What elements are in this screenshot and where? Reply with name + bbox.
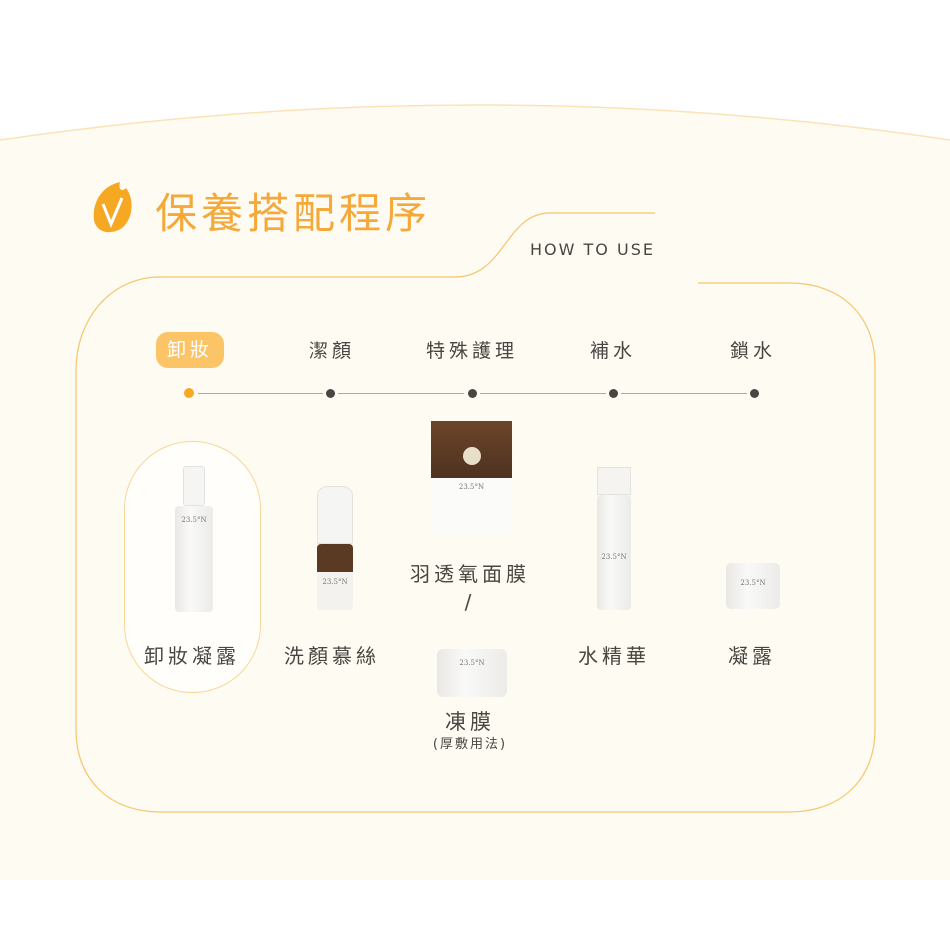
separator: / <box>464 590 476 614</box>
product-essence: 水精華 <box>578 644 650 668</box>
timeline-dot <box>750 389 759 398</box>
gel-mask-jar-image: 23.5°N <box>437 649 507 697</box>
subtitle: HOW TO USE <box>530 240 655 259</box>
gel-mask-note: (厚敷用法) <box>432 737 508 752</box>
gel-jar-image: 23.5°N <box>726 563 780 609</box>
step-cleansing[interactable]: 潔顏 <box>308 340 355 362</box>
product-sheet-mask: 羽透氧面膜 <box>410 562 530 586</box>
product-gel-mask: 凍膜 <box>445 710 495 734</box>
timeline-dot <box>609 389 618 398</box>
product-cleansing-mousse: 洗顏慕絲 <box>284 644 380 668</box>
sheet-mask-image: 23.5°N <box>431 421 512 534</box>
step-makeup-removal[interactable]: 卸妝 <box>156 332 224 368</box>
cleansing-mousse-image: 23.5°N <box>317 486 353 610</box>
timeline-dot <box>326 389 335 398</box>
timeline-line <box>338 393 464 394</box>
step-hydrate[interactable]: 補水 <box>589 340 636 362</box>
timeline-dot-active <box>184 388 194 398</box>
product-gel: 凝露 <box>728 644 776 668</box>
product-makeup-remover: 卸妝凝露 <box>144 644 240 668</box>
step-special-care[interactable]: 特殊護理 <box>425 340 518 362</box>
step-lock-moisture[interactable]: 鎖水 <box>729 340 776 362</box>
essence-bottle-image: 23.5°N <box>597 467 631 610</box>
timeline-dot <box>468 389 477 398</box>
checkmark-leaf-icon <box>92 180 134 240</box>
timeline-line <box>621 393 747 394</box>
timeline-line <box>198 393 323 394</box>
timeline-line <box>480 393 606 394</box>
page-title: 保養搭配程序 <box>155 189 432 238</box>
makeup-remover-bottle-image: 23.5°N <box>175 466 213 612</box>
